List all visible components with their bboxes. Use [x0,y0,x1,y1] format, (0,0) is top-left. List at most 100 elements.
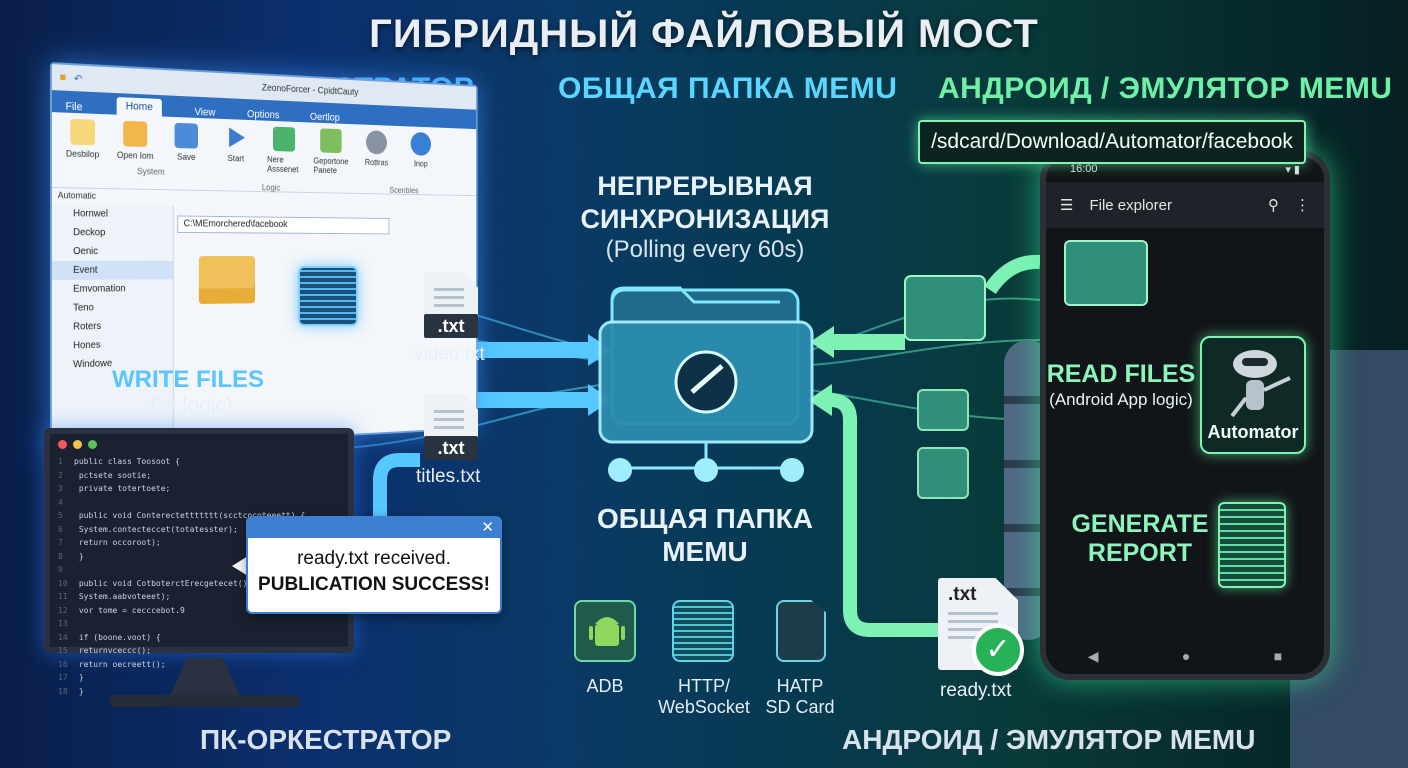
tab-options[interactable]: Options [247,109,280,122]
android-icon [574,600,636,662]
menu-icon[interactable]: ☰ [1060,196,1073,214]
code-text: returnvceccc(); [74,646,151,655]
close-icon[interactable]: ✕ [481,518,494,538]
column-header-android: АНДРОИД / ЭМУЛЯТОР MEMU [938,72,1392,106]
file-name-video: video.txt [414,344,485,366]
line-number: 8 [58,550,74,564]
read-files-subtitle: (Android App logic) [1030,390,1212,410]
app-title: File explorer [1089,197,1172,214]
code-text: } [74,687,84,696]
nav-item-teno[interactable]: Teno [52,298,173,318]
line-number: 3 [58,482,74,496]
nav-item-oenic[interactable]: Oenic [52,242,173,261]
code-text: return occoroot); [74,538,161,547]
code-line: 14 if (boone.voot) { [58,631,348,645]
undo-icon[interactable]: ↶ [74,72,83,85]
tab-view[interactable]: View [194,106,215,118]
ribbon-button-assistant[interactable]: Nere Asssenet [267,126,301,186]
toast-message: ready.txt received. [248,548,500,570]
file-extension-tag: .txt [424,436,478,460]
sync-subtitle: (Polling every 60s) [560,236,850,264]
ribbon-group-scenbles: Scenbles [389,185,418,195]
maximize-dot-icon[interactable] [88,440,97,449]
line-number: 6 [58,523,74,537]
tab-file[interactable]: File [65,101,82,114]
save-icon [175,123,198,149]
column-header-shared: ОБЩАЯ ПАПКА MEMU [558,72,897,106]
tech-label-sdcard: HATPSD Card [752,676,848,718]
file-extension-tag: .txt [948,584,977,606]
gear-icon [366,130,387,154]
line-number: 16 [58,658,74,672]
tab-home[interactable]: Home [116,97,162,116]
write-files-title: WRITE FILES [88,366,288,394]
tab-oertlop[interactable]: Oertlop [310,111,340,123]
code-text: public void CotboterctErecgetecet() { [74,579,257,588]
ribbon-button-panel[interactable]: Geportone Panete [314,128,347,187]
checkmark-icon: ✓ [972,624,1024,676]
panel-icon [320,128,341,153]
code-text: private totertoete; [74,484,170,493]
line-number: 10 [58,577,74,591]
code-text: } [74,552,84,561]
line-number: 15 [58,644,74,658]
sdcard-path: /sdcard/Download/Automator/facebook [918,120,1306,164]
toast-header: ✕ [248,518,500,538]
line-number: 9 [58,563,74,577]
file-name-titles: titles.txt [416,466,480,488]
tech-label-adb: ADB [557,676,653,697]
line-number: 2 [58,469,74,483]
ribbon-button-rotate[interactable]: Rottras [360,130,392,188]
status-time: 16:00 [1070,163,1098,175]
search-icon[interactable]: ⚲ [1268,196,1279,214]
line-number: 12 [58,604,74,618]
minimize-dot-icon[interactable] [73,440,82,449]
nav-item-deckop[interactable]: Deckop [52,223,173,242]
ribbon-button-save[interactable]: Save [168,123,204,185]
binary-data-icon [298,266,358,326]
address-bar[interactable]: C:\MEmorchered\facebook [177,216,389,235]
robot-icon [1202,338,1308,428]
folder-icon[interactable] [199,256,255,304]
play-icon [225,125,248,150]
nav-item-hornwel[interactable]: Hornwel [52,204,173,224]
line-number: 13 [58,617,74,631]
write-files-label: WRITE FILES (C# logic) [88,366,288,418]
shared-folder-icon [600,288,812,482]
open-folder-icon [123,121,147,147]
read-files-title: READ FILES [1030,360,1212,389]
notification-toast: ✕ ready.txt received. PUBLICATION SUCCES… [246,516,502,614]
code-text: if (boone.voot) { [74,633,161,642]
automator-label: Automator [1200,422,1306,443]
code-text: System.contecteccet(totatesster); [74,525,238,534]
report-data-icon [1218,502,1286,588]
back-icon[interactable]: ◀ [1088,648,1099,665]
shared-folder-label: ОБЩАЯ ПАПКА MEMU [570,502,840,568]
footer-label-pc: ПК-ОРКЕСТРАТОР [200,724,451,756]
close-dot-icon[interactable] [58,440,67,449]
ribbon-button-help[interactable]: Inop [405,132,436,189]
monitor-base [110,695,300,707]
ribbon-button-desktop[interactable]: Desbilop [64,119,102,183]
recents-icon[interactable]: ■ [1274,648,1282,664]
line-number: 11 [58,590,74,604]
code-text: System.aabvoteeet); [74,592,170,601]
signal-icon: ▾ ▮ [1285,163,1300,176]
tech-label-http: HTTP/WebSocket [656,676,752,718]
ribbon-button-start[interactable]: Start [218,124,253,185]
file-name-ready: ready.txt [940,680,1011,702]
footer-label-android: АНДРОИД / ЭМУЛЯТОР MEMU [842,724,1255,756]
code-text: } [74,673,84,682]
more-icon[interactable]: ⋮ [1295,196,1310,214]
home-icon[interactable]: ● [1182,648,1190,664]
line-number: 1 [58,455,74,469]
help-icon [411,132,431,156]
code-line: 13 [58,617,348,631]
page-title: ГИБРИДНЫЙ ФАЙЛОВЫЙ МОСТ [0,12,1408,57]
line-number: 4 [58,496,74,510]
line-number: 17 [58,671,74,685]
folder-icon[interactable] [1064,240,1148,306]
nav-item-event[interactable]: Event [52,261,173,280]
nav-item-emvomation[interactable]: Emvomation [52,279,173,299]
phone-nav-bar: ◀ ● ■ [1046,638,1324,674]
